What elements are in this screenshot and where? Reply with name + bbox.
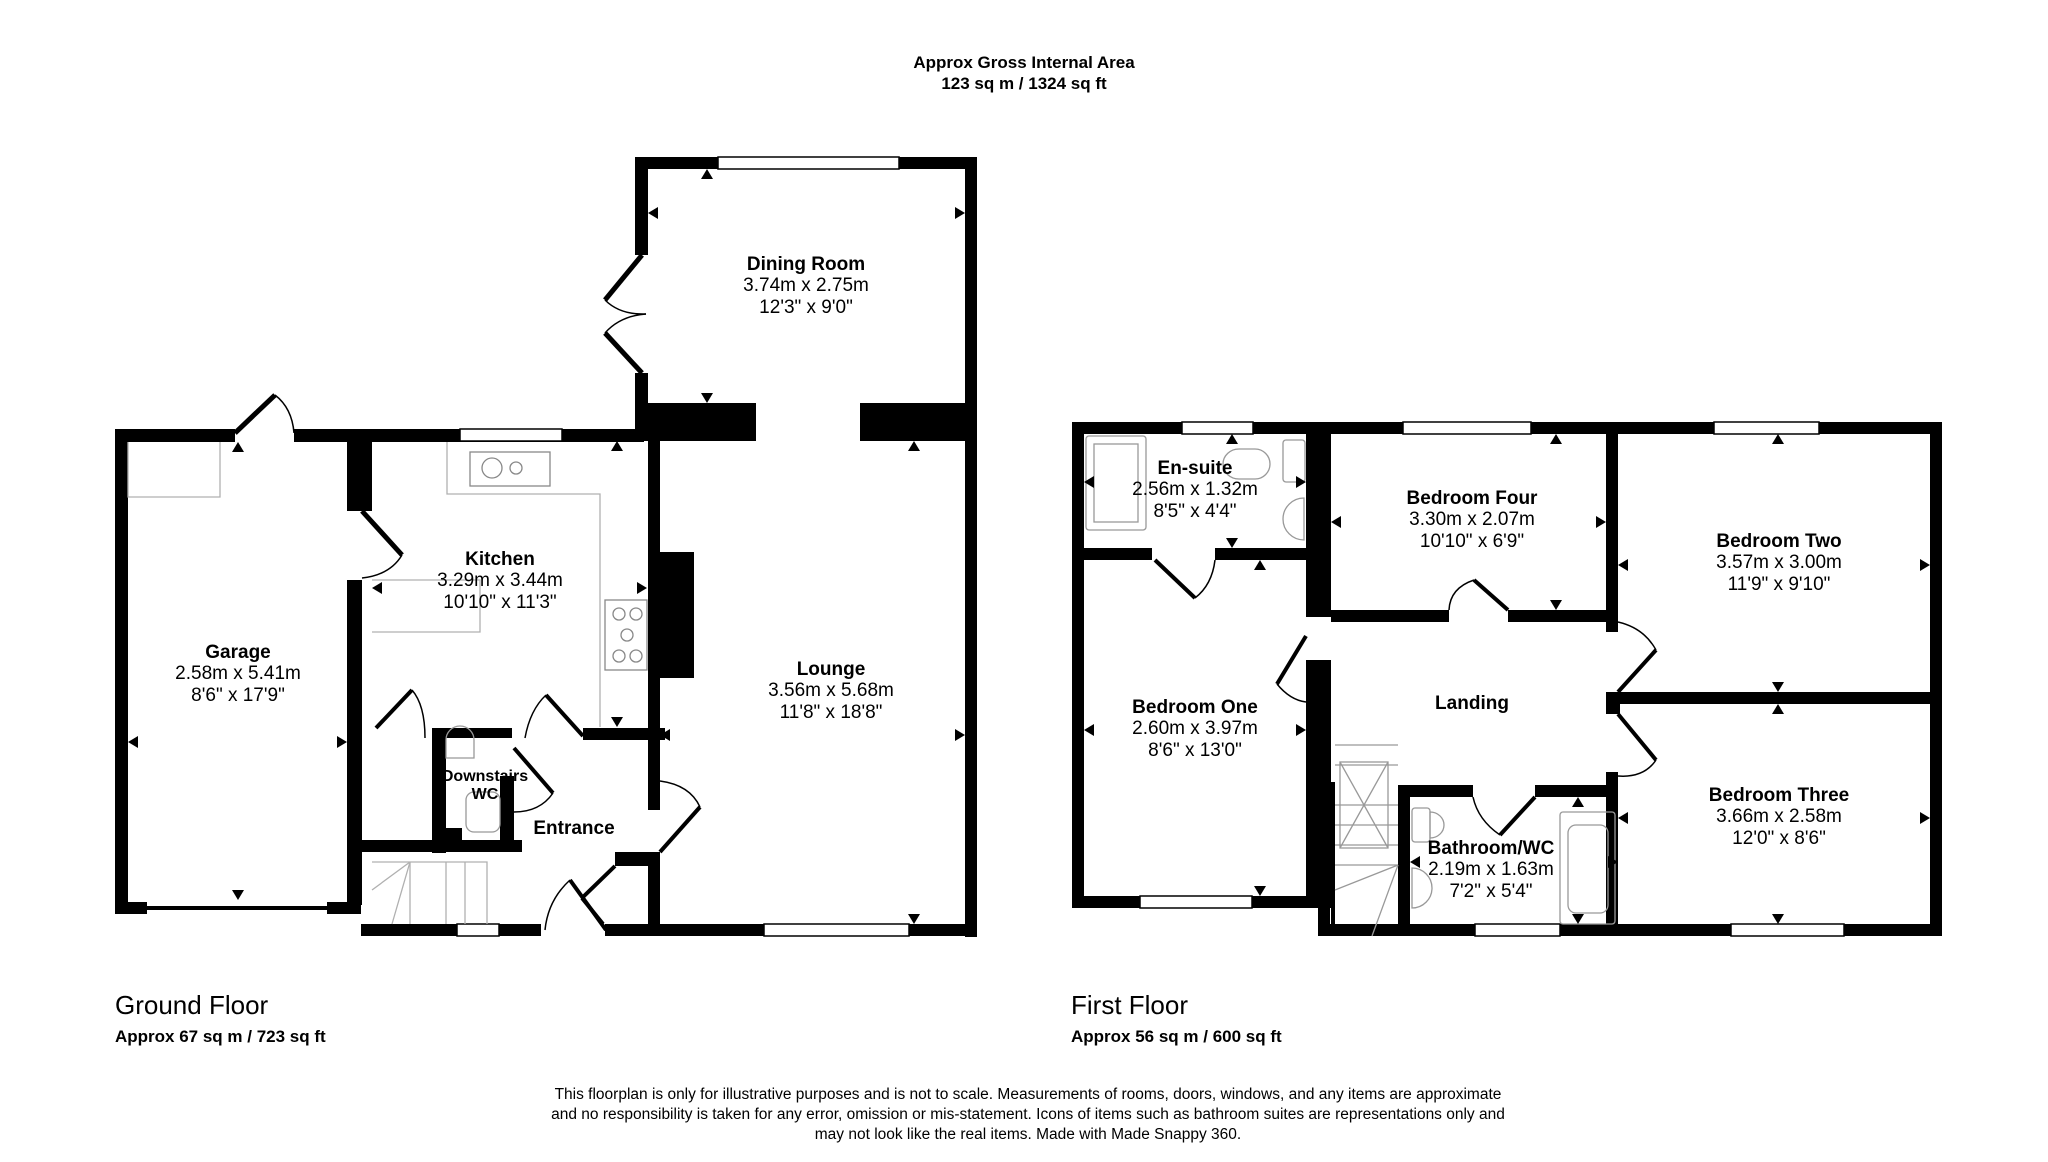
room-name: Bedroom Four (1406, 488, 1538, 509)
room-name: Bedroom One (1132, 697, 1258, 718)
disclaimer-line-1: This floorplan is only for illustrative … (554, 1086, 1502, 1103)
room-label-bedroom-four: Bedroom Four 3.30m x 2.07m 10'10" x 6'9" (1407, 488, 1538, 552)
room-label-kitchen: Kitchen 3.29m x 3.44m 10'10" x 11'3" (437, 549, 563, 613)
first-floor-windows (1139, 421, 1845, 937)
room-dim-imperial: 11'8" x 18'8" (779, 701, 883, 723)
room-label-bedroom-two: Bedroom Two 3.57m x 3.00m 11'9" x 9'10" (1716, 531, 1842, 595)
room-dim-metric: 3.74m x 2.75m (743, 275, 869, 297)
room-name: En-suite (1157, 458, 1233, 479)
room-dim-imperial: 8'6" x 17'9" (191, 684, 285, 706)
first-floor-dimension-arrows (1084, 434, 1930, 924)
room-name: Bedroom Two (1716, 531, 1842, 552)
room-name: Lounge (796, 659, 866, 680)
ground-floor-dimension-arrows (128, 169, 965, 924)
ground-floor-area: Approx 67 sq m / 723 sq ft (115, 1027, 326, 1046)
room-label-bathroom-wc: Bathroom/WC 2.19m x 1.63m 7'2" x 5'4" (1428, 838, 1555, 902)
room-name: Bathroom/WC (1427, 838, 1555, 859)
room-dim-imperial: 11'9" x 9'10" (1727, 573, 1831, 595)
first-floor-title: First Floor (1071, 990, 1188, 1020)
room-dim-metric: 3.66m x 2.58m (1716, 806, 1842, 828)
room-name: Dining Room (746, 254, 866, 275)
room-label-landing: Landing (1435, 693, 1509, 714)
room-name: Garage (205, 642, 271, 663)
header-area: 123 sq m / 1324 sq ft (941, 74, 1107, 93)
room-dim-metric: 2.58m x 5.41m (175, 663, 301, 685)
room-label-dining-room: Dining Room 3.74m x 2.75m 12'3" x 9'0" (743, 254, 869, 318)
room-name: Entrance (533, 818, 615, 839)
room-dim-imperial: 8'5" x 4'4" (1153, 500, 1237, 522)
ground-floor-fixtures (127, 442, 648, 925)
room-label-lounge: Lounge 3.56m x 5.68m 11'8" x 18'8" (768, 659, 894, 723)
ground-floor-title: Ground Floor (115, 990, 269, 1020)
gross-internal-area-header: Approx Gross Internal Area 123 sq m / 13… (913, 52, 1134, 94)
ground-floor-plan (115, 157, 977, 937)
disclaimer-line-3: may not look like the real items. Made w… (814, 1126, 1242, 1143)
room-label-downstairs-wc: Downstairs WC (440, 768, 530, 804)
room-dim-metric: 2.19m x 1.63m (1428, 859, 1554, 881)
room-dim-metric: 2.56m x 1.32m (1132, 479, 1258, 501)
room-dim-imperial: 12'3" x 9'0" (759, 296, 853, 318)
disclaimer-line-2: and no responsibility is taken for any e… (551, 1106, 1505, 1123)
room-name: Downstairs WC (441, 768, 529, 803)
first-floor-doors (1153, 558, 1658, 837)
room-dim-imperial: 8'6" x 13'0" (1148, 739, 1242, 761)
room-label-en-suite: En-suite 2.56m x 1.32m 8'5" x 4'4" (1132, 458, 1258, 522)
room-dim-metric: 3.56m x 5.68m (768, 680, 894, 702)
room-dim-metric: 3.57m x 3.00m (1716, 552, 1842, 574)
room-dim-metric: 2.60m x 3.97m (1132, 718, 1258, 740)
ground-floor-windows (456, 156, 910, 937)
room-dim-imperial: 10'10" x 6'9" (1419, 530, 1525, 552)
room-label-bedroom-three: Bedroom Three 3.66m x 2.58m 12'0" x 8'6" (1709, 785, 1849, 849)
first-floor-plan (1072, 422, 1942, 936)
room-name: Bedroom Three (1708, 785, 1850, 806)
room-label-garage: Garage 2.58m x 5.41m 8'6" x 17'9" (175, 642, 301, 706)
room-dim-imperial: 12'0" x 8'6" (1732, 827, 1826, 849)
room-name: Landing (1435, 693, 1509, 714)
room-label-entrance: Entrance (533, 818, 614, 839)
disclaimer: This floorplan is only for illustrative … (498, 1085, 1558, 1145)
room-dim-metric: 3.30m x 2.07m (1409, 509, 1535, 531)
first-floor-area: Approx 56 sq m / 600 sq ft (1071, 1027, 1282, 1046)
room-dim-metric: 3.29m x 3.44m (437, 570, 563, 592)
room-label-bedroom-one: Bedroom One 2.60m x 3.97m 8'6" x 13'0" (1132, 697, 1258, 761)
room-dim-imperial: 10'10" x 11'3" (443, 591, 557, 613)
ground-floor-doors (233, 253, 702, 932)
header-title: Approx Gross Internal Area (913, 53, 1135, 72)
room-dim-imperial: 7'2" x 5'4" (1449, 880, 1533, 902)
room-name: Kitchen (465, 549, 535, 570)
